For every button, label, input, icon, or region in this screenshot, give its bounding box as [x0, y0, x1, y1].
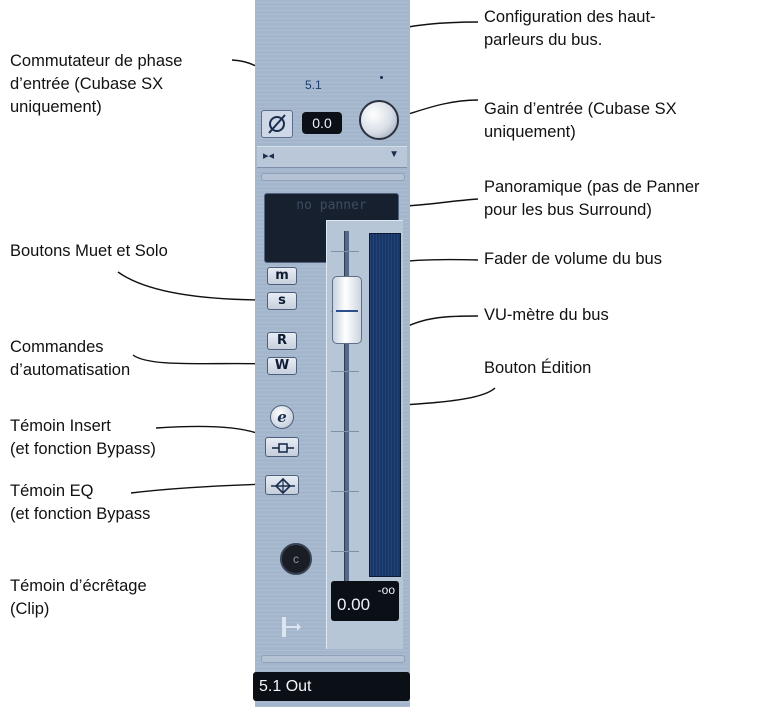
- insert-bypass-button[interactable]: [265, 437, 299, 457]
- eq-bypass-button[interactable]: [265, 475, 299, 495]
- volume-value: 0.00: [337, 595, 371, 614]
- scale-tick: [331, 251, 359, 252]
- panner-text: no panner: [296, 198, 367, 213]
- write-automation-button[interactable]: W: [267, 357, 297, 375]
- section-divider: [261, 173, 405, 181]
- fader-track: [344, 231, 349, 586]
- callout-vu: [399, 315, 479, 331]
- gain-knob-marker: [380, 76, 383, 79]
- fader-panel: 0.00 -oo: [326, 220, 403, 649]
- dropdown-arrow-icon[interactable]: ▼: [389, 149, 399, 160]
- label-insert: Témoin Insert(et fonction Bypass): [10, 417, 156, 458]
- volume-readout: 0.00 -oo: [331, 581, 399, 621]
- insert-icon: [272, 443, 294, 453]
- label-edit-button: Bouton Édition: [484, 359, 592, 377]
- callout-mute-solo: [117, 271, 269, 301]
- mute-button[interactable]: m: [267, 267, 297, 285]
- peak-value: -oo: [377, 583, 395, 597]
- solo-button[interactable]: s: [267, 292, 297, 310]
- bus-channel-strip: 5.1 0.0 ▸◂ ▼ no panner 0.00 -oo m s R W …: [253, 0, 410, 707]
- read-automation-button[interactable]: R: [267, 332, 297, 350]
- input-gain-value: 0.0: [302, 112, 342, 134]
- vu-meter: [369, 233, 401, 577]
- phase-invert-icon: [268, 114, 286, 134]
- send-routing-icon: [282, 617, 301, 637]
- callout-eq: [130, 483, 269, 494]
- callout-insert: [155, 425, 271, 441]
- volume-fader-handle[interactable]: [332, 276, 362, 344]
- phase-invert-button[interactable]: [261, 110, 293, 138]
- scale-tick: [331, 371, 359, 372]
- callout-automation: [132, 354, 269, 365]
- clip-indicator[interactable]: c: [280, 543, 312, 575]
- output-name-field[interactable]: 5.1 Out: [253, 672, 410, 701]
- label-clip: Témoin d’écrêtage(Clip): [10, 577, 147, 618]
- eq-icon: [271, 477, 295, 495]
- callout-panner: [403, 198, 479, 207]
- label-speaker-config: Configuration des haut-parleurs du bus.: [484, 8, 656, 49]
- label-fader: Fader de volume du bus: [484, 250, 662, 268]
- label-vu-meter: VU-mètre du bus: [484, 306, 609, 324]
- routing-bar[interactable]: ▸◂ ▼: [257, 146, 407, 168]
- input-gain-knob[interactable]: [359, 100, 399, 140]
- section-divider: [261, 655, 405, 663]
- bus-speaker-config: 5.1: [305, 78, 322, 92]
- label-eq: Témoin EQ(et fonction Bypass: [10, 482, 151, 523]
- route-icon: ▸◂: [263, 150, 275, 162]
- scale-tick: [331, 431, 359, 432]
- scale-tick: [331, 551, 359, 552]
- label-mute-solo: Boutons Muet et Solo: [10, 242, 168, 260]
- scale-tick: [331, 491, 359, 492]
- edit-button[interactable]: e: [270, 405, 294, 429]
